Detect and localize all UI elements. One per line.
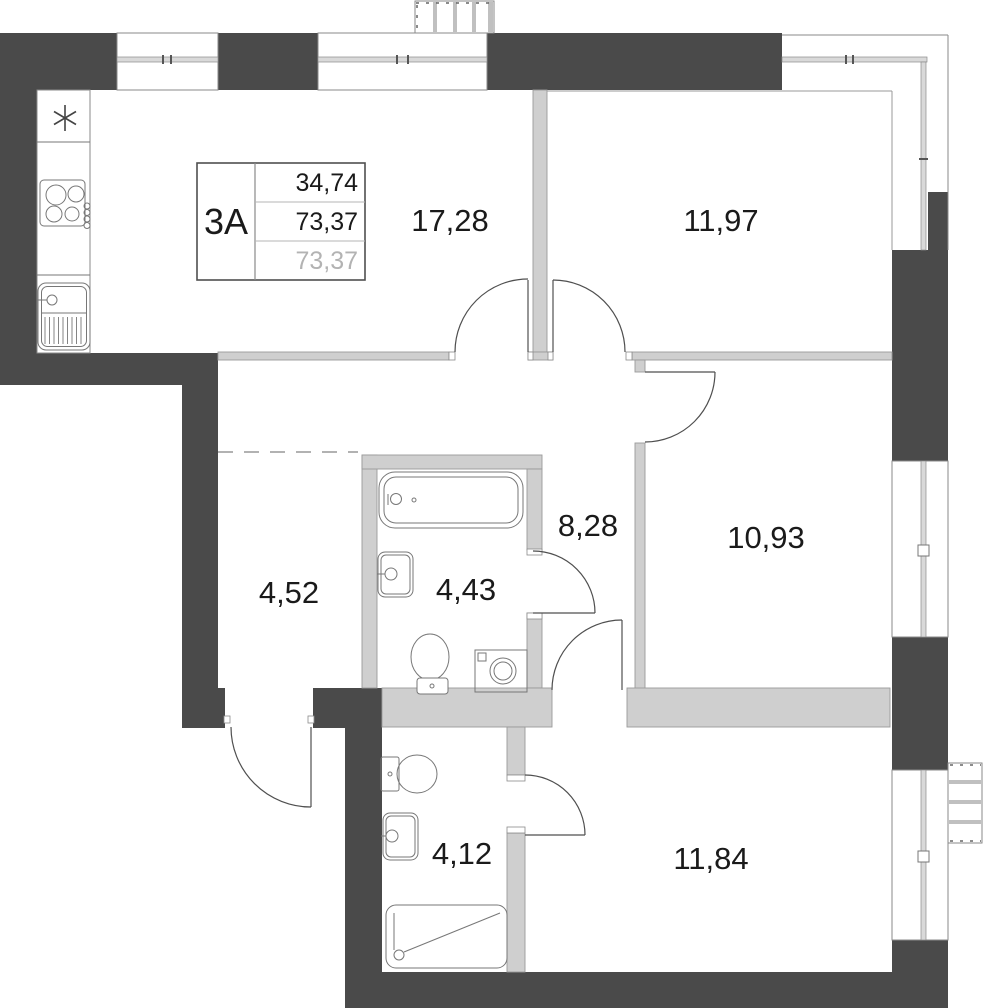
wall-bath-left (361, 454, 378, 689)
bathroom-fixtures (377, 471, 528, 695)
jamb (448, 351, 456, 361)
shower-tray-icon (385, 904, 508, 969)
kitchen-counter (36, 89, 91, 354)
door-living (454, 278, 529, 353)
wall-bedroom-top-bottom (631, 351, 893, 361)
window-tick (396, 55, 398, 64)
windows-right (891, 460, 949, 941)
wall-corridor-left (182, 385, 218, 688)
label-bedroom-middle-area: 10,93 (727, 520, 805, 555)
drainboard-hatch (44, 317, 82, 344)
wall-wc-right-upper (506, 726, 526, 776)
balcony-glazing-right (920, 61, 927, 251)
wall-bath-right-upper (526, 468, 543, 551)
wall-right-bottom (892, 940, 948, 1008)
wall-kitchen-bottom (0, 353, 218, 385)
label-bedroom-bottom-area: 11,84 (673, 841, 748, 876)
wall-thick-left (381, 687, 553, 728)
wall-left (0, 33, 37, 385)
outer-walls (0, 33, 948, 1008)
unit-living-area: 34,74 (295, 169, 358, 197)
window-kitchen-glazing (116, 56, 219, 63)
unit-table-border (196, 162, 366, 281)
unit-info-table: 3A 34,74 73,37 73,37 (196, 162, 366, 281)
wall-wc-left (345, 728, 382, 1008)
door-bedroom-top (552, 279, 626, 353)
jamb (506, 774, 526, 782)
window-handle (917, 850, 930, 863)
window-tick (845, 55, 847, 64)
jamb (526, 612, 543, 620)
toilet-icon (410, 633, 450, 695)
room-labels: 17,28 11,97 8,28 10,93 4,52 4,43 4,12 11… (259, 203, 805, 876)
jamb (625, 351, 633, 361)
wall-right-mid (892, 637, 948, 770)
radiator-right-icon (947, 762, 983, 844)
window-tick (852, 55, 854, 64)
radiators (414, 0, 983, 844)
door-bedroom-middle (644, 371, 716, 443)
bathtub-icon (378, 471, 524, 529)
kitchen-fixtures (36, 89, 91, 354)
wc-toilet-icon (380, 754, 438, 794)
unit-total-area-reduced: 73,37 (295, 247, 358, 275)
jamb (527, 351, 534, 361)
bathroom-sink-icon (377, 551, 414, 598)
unit-code: 3A (204, 201, 248, 242)
jamb (547, 351, 554, 361)
wall-thick-right (626, 687, 891, 728)
wall-top-right (487, 33, 782, 90)
washing-machine-icon (474, 649, 528, 693)
interior-walls (217, 89, 893, 973)
vent-asterisk-icon (53, 105, 77, 131)
label-bathroom-area: 4,43 (436, 572, 496, 607)
balcony (547, 34, 949, 251)
window-tick (162, 55, 164, 64)
label-hallway-area: 8,28 (558, 508, 618, 543)
window-living-glazing (317, 56, 488, 63)
window-tick (407, 55, 409, 64)
wall-bath-top (361, 454, 543, 470)
stove-icon (39, 179, 91, 229)
wall-bath-right-lower (526, 612, 543, 689)
wc-sink-icon (381, 812, 419, 861)
wall-right-top-step (928, 192, 948, 250)
door-bedroom-bottom (551, 619, 623, 691)
door-entrance (230, 726, 312, 808)
wall-bottom (345, 972, 948, 1008)
door-wc (524, 774, 586, 836)
window-tick (170, 55, 172, 64)
wall-corridor-top (217, 351, 450, 361)
label-corridor-area: 4,52 (259, 575, 319, 610)
jamb (526, 548, 543, 556)
partition-living-bedroom (532, 89, 548, 353)
wall-right-top (892, 250, 948, 461)
door-bathroom (532, 550, 596, 614)
window-tick (919, 158, 928, 160)
radiator-top-icon (414, 0, 495, 34)
wall-entrance-left (182, 688, 225, 728)
wall-top-mid (218, 33, 318, 90)
label-living-kitchen-area: 17,28 (411, 203, 489, 238)
kitchen-sink-icon (37, 282, 91, 351)
wall-entrance-right (313, 688, 382, 728)
windows-top (116, 32, 488, 91)
balcony-glazing-top (781, 56, 928, 63)
wall-wc-right-lower (506, 832, 526, 973)
jamb (223, 715, 231, 724)
wall-hall-bedroom-stub (634, 359, 646, 373)
window-handle (917, 544, 930, 557)
unit-total-area: 73,37 (295, 208, 358, 236)
jamb (307, 715, 315, 724)
label-bedroom-top-area: 11,97 (683, 203, 758, 238)
door-jambs (223, 351, 633, 834)
wc-fixtures (380, 754, 508, 969)
label-wc-area: 4,12 (432, 836, 492, 871)
jamb (506, 826, 526, 834)
wall-hall-bedroom (634, 442, 646, 691)
doors (230, 278, 716, 836)
